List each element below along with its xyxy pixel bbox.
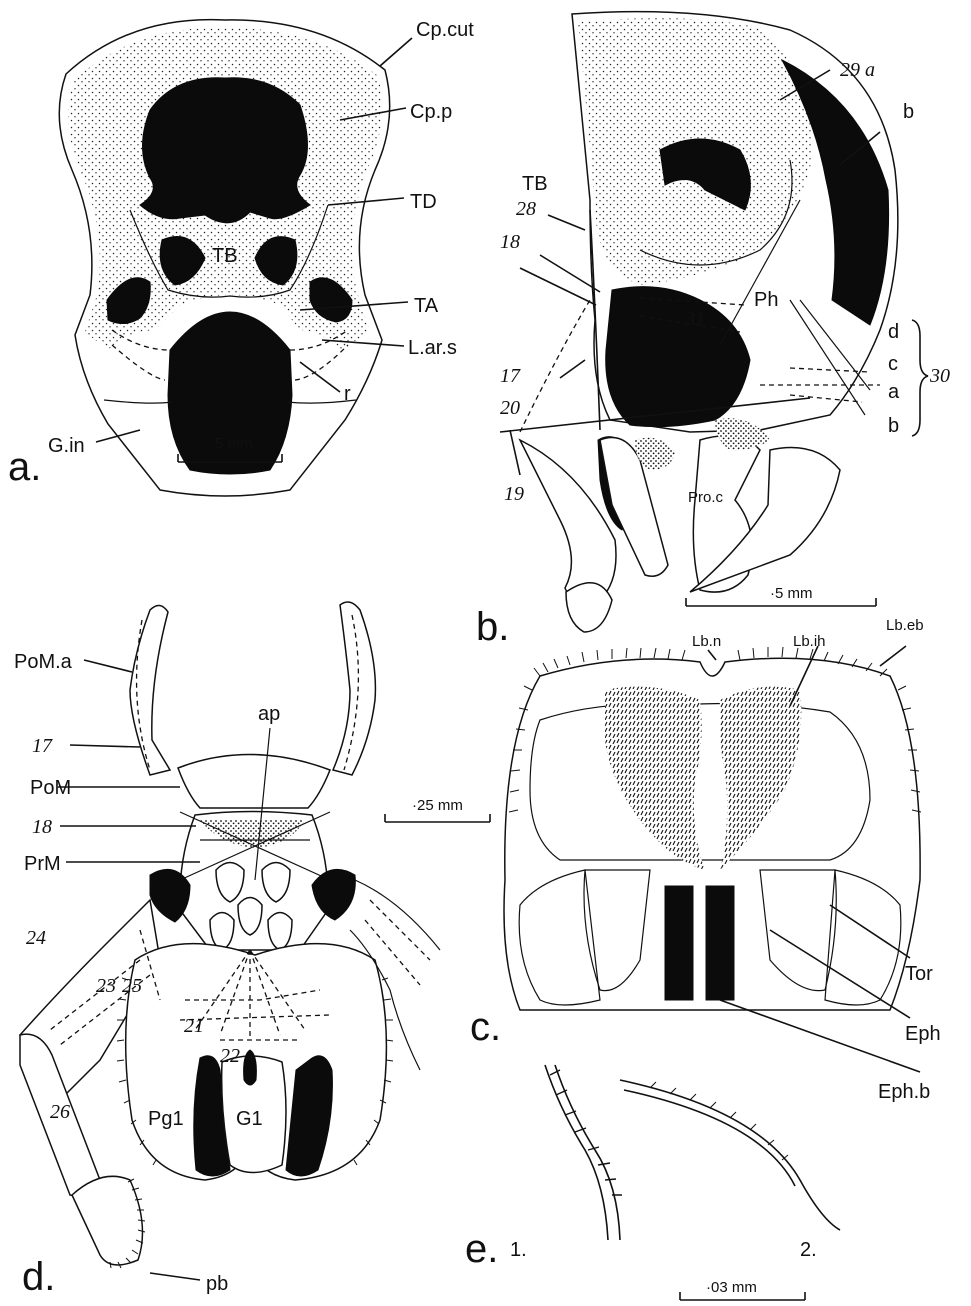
- label-tb: TB: [212, 245, 238, 267]
- label-29a: 29 a: [840, 59, 875, 81]
- label-pro-c: Pro.c: [688, 489, 724, 506]
- epipharynx-bar-left: [665, 886, 693, 1000]
- label-l-ar-s: L.ar.s: [408, 337, 457, 359]
- label-ph: Ph: [754, 289, 778, 311]
- label-21: 21: [184, 1015, 204, 1037]
- muscle-17-dashed: [520, 300, 590, 432]
- label-28: 28: [516, 198, 536, 220]
- label-19: 19: [504, 483, 524, 505]
- label-eph: Eph: [905, 1023, 941, 1045]
- panel-a: Cp.cut Cp.p TD TB TA L.ar.s r G.in a. ·5…: [8, 19, 474, 496]
- label-25: 25: [122, 975, 142, 997]
- label-ta: TA: [414, 295, 439, 317]
- scale-label-e: ·03 mm: [706, 1279, 757, 1296]
- maxilla-palp-end: [566, 583, 612, 632]
- label-lb-ih: Lb.ih: [793, 633, 826, 650]
- label-td: TD: [410, 191, 437, 213]
- label-tor: Tor: [905, 963, 933, 985]
- label-e-1: 1.: [510, 1239, 527, 1261]
- label-pom: PoM: [30, 777, 71, 799]
- glossa-tip: [244, 1050, 257, 1085]
- scale-bar-d: [385, 814, 490, 822]
- postmentum-arm-left: [130, 605, 170, 775]
- label-g-in: G.in: [48, 435, 85, 457]
- label-c: c: [888, 353, 898, 375]
- scale-label-a: ·5 mm: [210, 435, 253, 452]
- label-a: a: [888, 381, 900, 403]
- label-24: 24: [26, 927, 46, 949]
- label-30: 30: [929, 365, 950, 387]
- label-18-d: 18: [32, 816, 52, 838]
- label-pg1: Pg1: [148, 1108, 184, 1130]
- label-pom-a: PoM.a: [14, 651, 73, 673]
- label-prm: PrM: [24, 853, 61, 875]
- label-cp-p: Cp.p: [410, 101, 452, 123]
- label-cp-cut: Cp.cut: [416, 19, 474, 41]
- label-23: 23: [96, 975, 116, 997]
- panel-b: 29 a b TB 28 18 31 Ph d c a b 30 17 20 1…: [476, 12, 950, 649]
- label-20: 20: [500, 397, 520, 419]
- label-ap: ap: [258, 703, 280, 725]
- brace-30: [912, 320, 928, 436]
- epipharynx-bar-right: [706, 886, 734, 1000]
- panel-letter-b: b.: [476, 605, 509, 649]
- label-26: 26: [50, 1101, 70, 1123]
- panel-letter-a: a.: [8, 445, 41, 489]
- label-17-d: 17: [32, 735, 53, 757]
- label-g1: G1: [236, 1108, 263, 1130]
- label-pb: pb: [206, 1273, 228, 1295]
- panel-letter-d: d.: [22, 1255, 55, 1299]
- scale-label-b: ·5 mm: [770, 585, 813, 602]
- label-lb-eb: Lb.eb: [886, 617, 924, 634]
- label-17-b: 17: [500, 365, 521, 387]
- postmentum: [178, 754, 330, 808]
- postmentum-arm-dash: [137, 615, 359, 770]
- label-18-b: 18: [500, 231, 520, 253]
- scale-label-d: ·25 mm: [412, 797, 463, 814]
- panel-letter-e: e.: [465, 1227, 498, 1271]
- label-22: 22: [220, 1045, 240, 1067]
- panel-d: PoM.a 17 PoM 18 PrM ap 24 23 25 21 22 26…: [14, 602, 490, 1299]
- label-d: d: [888, 321, 899, 343]
- label-e-2: 2.: [800, 1239, 817, 1261]
- label-lb-n: Lb.n: [692, 633, 721, 650]
- seta-1: [545, 1065, 620, 1240]
- panel-letter-c: c.: [470, 1005, 501, 1049]
- label-eph-b: Eph.b: [878, 1081, 930, 1103]
- panel-c: Lb.n Lb.ih Lb.eb Tor Eph Eph.b c.: [470, 617, 941, 1103]
- label-b-low: b: [888, 415, 899, 437]
- label-tb-b: TB: [522, 173, 548, 195]
- panel-e: e. 1. 2. ·03 mm: [465, 1065, 840, 1300]
- label-31: 31: [684, 308, 705, 330]
- occipital-foramen: [140, 78, 310, 223]
- seta-2: [620, 1080, 840, 1230]
- seta-1-barbs: [550, 1070, 622, 1195]
- label-b-top: b: [903, 101, 914, 123]
- label-r: r: [344, 383, 351, 405]
